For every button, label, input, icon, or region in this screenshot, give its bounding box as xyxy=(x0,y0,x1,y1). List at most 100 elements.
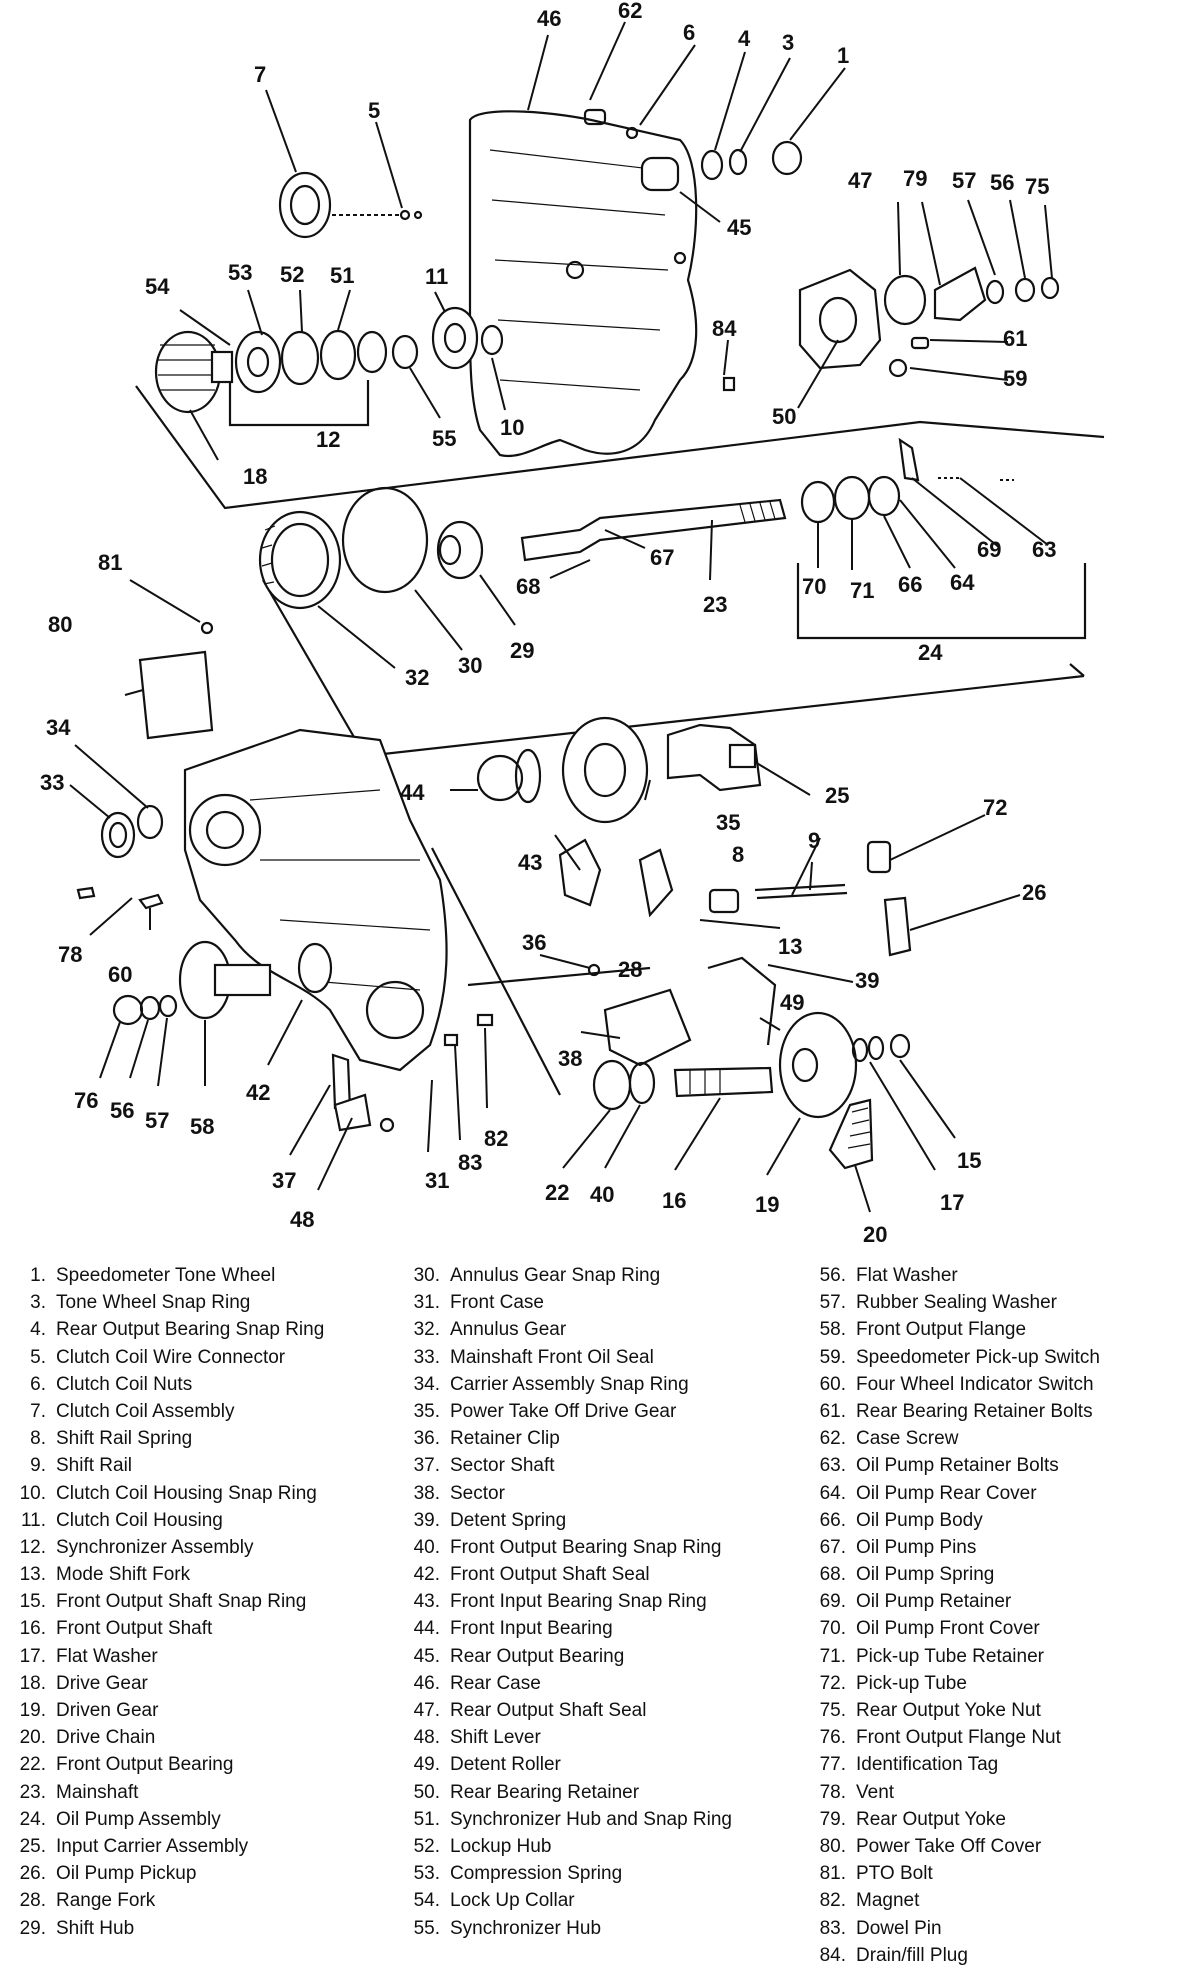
legend-item-label: Rear Bearing Retainer Bolts xyxy=(856,1400,1093,1422)
callout-5: 5 xyxy=(368,98,380,123)
legend-item-label: Pick-up Tube xyxy=(856,1672,967,1694)
legend-item-label: Lock Up Collar xyxy=(450,1890,575,1912)
legend-item: 8.Shift Rail Spring xyxy=(12,1425,324,1452)
legend-item-label: Oil Pump Pins xyxy=(856,1536,977,1558)
front-output-flange-58 xyxy=(112,940,333,1026)
legend-item-number: 67. xyxy=(819,1536,846,1558)
legend-item: 22.Front Output Bearing xyxy=(12,1751,324,1778)
callout-52: 52 xyxy=(280,262,304,287)
mainshaft-23 xyxy=(520,498,787,562)
legend-item-number: 30. xyxy=(413,1265,440,1286)
legend-item: 37.Sector Shaft xyxy=(396,1452,732,1479)
callout-72: 72 xyxy=(983,795,1007,820)
legend-item-number: 49. xyxy=(413,1754,440,1776)
callout-25: 25 xyxy=(825,783,849,808)
legend-item: 83.Dowel Pin xyxy=(806,1915,1100,1942)
legend-item-number: 40. xyxy=(413,1536,440,1558)
legend-item-label: Front Output Shaft Snap Ring xyxy=(56,1591,307,1613)
legend-item: 16.Front Output Shaft xyxy=(12,1615,324,1642)
leader-lines xyxy=(69,21,1053,1213)
legend-item-label: Sector Shaft xyxy=(450,1455,555,1477)
legend-item-label: Detent Roller xyxy=(450,1754,561,1776)
legend-item-number: 6. xyxy=(30,1373,46,1395)
legend-item-number: 34. xyxy=(413,1373,440,1395)
callout-34: 34 xyxy=(46,715,71,740)
legend-item: 57.Rubber Sealing Washer xyxy=(806,1289,1100,1316)
legend-item: 39.Detent Spring xyxy=(396,1507,732,1534)
legend-item: 33.Mainshaft Front Oil Seal xyxy=(396,1344,732,1371)
callout-33: 33 xyxy=(40,770,64,795)
callout-1: 1 xyxy=(837,43,849,68)
legend-item-number: 84. xyxy=(819,1944,846,1966)
legend-item-label: Front Input Bearing xyxy=(450,1618,613,1640)
legend-item: 58.Front Output Flange xyxy=(806,1316,1100,1343)
callout-55: 55 xyxy=(432,426,456,451)
legend-item: 36.Retainer Clip xyxy=(396,1425,732,1452)
legend-item: 47.Rear Output Shaft Seal xyxy=(396,1697,732,1724)
legend-item-label: Synchronizer Hub xyxy=(450,1917,602,1939)
legend-item-label: Synchronizer Hub and Snap Ring xyxy=(450,1808,733,1830)
callout-17: 17 xyxy=(940,1190,964,1215)
legend-item: 10.Clutch Coil Housing Snap Ring xyxy=(12,1480,324,1507)
callout-43: 43 xyxy=(518,850,542,875)
callout-56b: 56 xyxy=(110,1098,134,1123)
legend-item-number: 36. xyxy=(413,1428,440,1450)
legend-item: 79.Rear Output Yoke xyxy=(806,1806,1100,1833)
legend-item: 30.Annulus Gear Snap Ring xyxy=(396,1262,732,1289)
legend-item: 53.Compression Spring xyxy=(396,1860,732,1887)
callout-78: 78 xyxy=(58,942,82,967)
legend-item: 70.Oil Pump Front Cover xyxy=(806,1615,1100,1642)
legend-item: 31.Front Case xyxy=(396,1289,732,1316)
legend-item-number: 54. xyxy=(413,1890,440,1912)
callout-54: 54 xyxy=(145,274,170,299)
legend-item-number: 59. xyxy=(819,1346,846,1368)
legend-item-number: 62. xyxy=(819,1428,846,1450)
legend-item: 17.Flat Washer xyxy=(12,1643,324,1670)
legend-item-number: 10. xyxy=(19,1482,46,1504)
legend-item-number: 32. xyxy=(413,1319,440,1341)
legend-item-label: Clutch Coil Housing xyxy=(56,1509,223,1531)
legend-item-label: Shift Rail xyxy=(56,1455,133,1477)
callout-84: 84 xyxy=(712,316,737,341)
legend-item: 9.Shift Rail xyxy=(12,1452,324,1479)
legend-item-number: 17. xyxy=(19,1645,46,1667)
callout-37: 37 xyxy=(272,1168,296,1193)
legend-item-label: Input Carrier Assembly xyxy=(56,1835,249,1857)
section-lines xyxy=(135,380,1105,1096)
legend-item-number: 57. xyxy=(819,1292,846,1314)
legend-item: 52.Lockup Hub xyxy=(396,1833,732,1860)
legend-item: 12.Synchronizer Assembly xyxy=(12,1534,324,1561)
callout-48: 48 xyxy=(290,1207,314,1232)
legend-item-label: Speedometer Pick-up Switch xyxy=(856,1346,1100,1368)
legend-item-label: Rear Output Bearing xyxy=(450,1645,625,1667)
callout-13: 13 xyxy=(778,934,802,959)
legend-item: 13.Mode Shift Fork xyxy=(12,1561,324,1588)
legend-item-number: 52. xyxy=(413,1835,440,1857)
callout-82: 82 xyxy=(484,1126,508,1151)
drive-gear-18 xyxy=(154,330,234,414)
callout-31: 31 xyxy=(425,1168,449,1193)
legend-item-number: 1. xyxy=(30,1265,46,1286)
legend-item: 35.Power Take Off Drive Gear xyxy=(396,1398,732,1425)
legend-item-label: Oil Pump Retainer Bolts xyxy=(856,1455,1059,1477)
legend-item-number: 51. xyxy=(413,1808,440,1830)
front-case-31 xyxy=(183,728,448,1072)
legend-item-number: 23. xyxy=(19,1781,46,1803)
legend-item: 60.Four Wheel Indicator Switch xyxy=(806,1371,1100,1398)
legend-item-label: Drain/fill Plug xyxy=(856,1944,968,1966)
legend-item-label: Oil Pump Retainer xyxy=(856,1591,1012,1613)
legend-item-number: 13. xyxy=(19,1564,46,1586)
callout-59: 59 xyxy=(1003,366,1027,391)
legend-item-label: Front Output Bearing Snap Ring xyxy=(450,1536,722,1558)
legend-item: 62.Case Screw xyxy=(806,1425,1100,1452)
callout-35: 35 xyxy=(716,810,740,835)
callout-76: 76 xyxy=(74,1088,98,1113)
legend-item: 76.Front Output Flange Nut xyxy=(806,1724,1100,1751)
legend-item-label: Oil Pump Body xyxy=(856,1509,983,1531)
callout-42: 42 xyxy=(246,1080,270,1105)
legend-item-label: Front Output Flange xyxy=(856,1319,1027,1341)
legend-item-label: Rear Output Yoke Nut xyxy=(856,1700,1041,1721)
legend-item: 38.Sector xyxy=(396,1480,732,1507)
